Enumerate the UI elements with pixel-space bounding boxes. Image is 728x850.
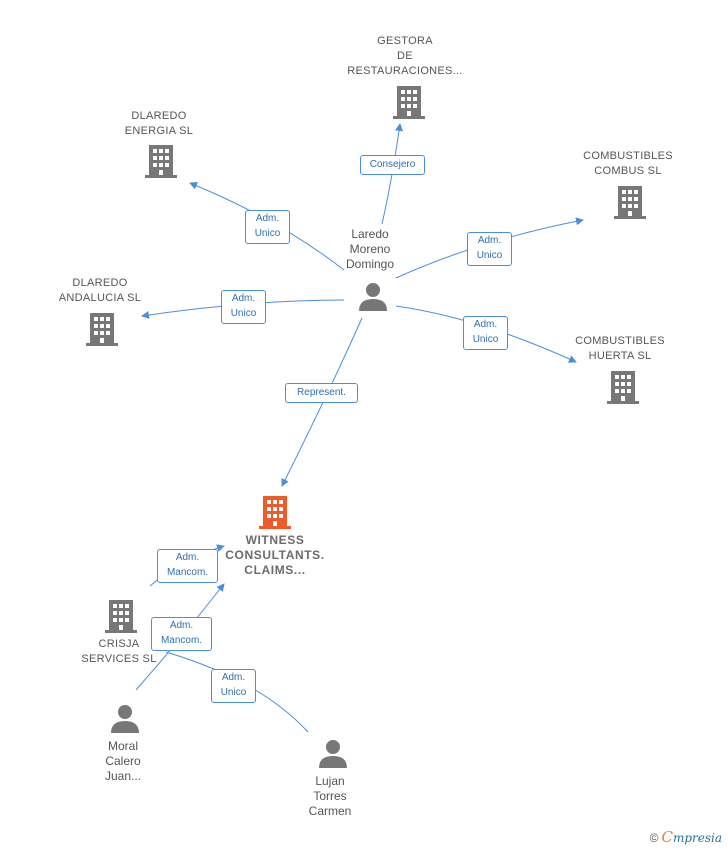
copyright-icon: ©: [649, 831, 659, 845]
badge-adm-unico-huerta[interactable]: Adm. Unico: [463, 316, 508, 350]
footer-brand[interactable]: ©Cmpresia: [650, 828, 722, 846]
main-building-icon[interactable]: [259, 494, 291, 530]
brand-name: mpresia: [672, 831, 722, 845]
brand-logo: Cmpresia: [661, 828, 722, 846]
badge-consejero[interactable]: Consejero: [360, 155, 425, 175]
badge-adm-mancom-1[interactable]: Adm. Mancom.: [157, 549, 218, 583]
building-icon[interactable]: [86, 311, 118, 347]
badge-adm-unico-andalucia[interactable]: Adm. Unico: [221, 290, 266, 324]
brand-initial: C: [661, 828, 673, 846]
person-icon[interactable]: [358, 282, 388, 312]
badge-represent[interactable]: Represent.: [285, 383, 358, 403]
label-lujan[interactable]: Lujan Torres Carmen: [308, 774, 352, 818]
badge-adm-mancom-2[interactable]: Adm. Mancom.: [151, 617, 212, 651]
label-dlaredo-andalucia[interactable]: DLAREDO ANDALUCIA SL: [58, 277, 142, 304]
label-laredo[interactable]: Laredo Moreno Domingo: [345, 227, 395, 271]
building-icon[interactable]: [105, 598, 137, 634]
label-moral[interactable]: Moral Calero Juan...: [104, 739, 142, 783]
label-combustibles-combus[interactable]: COMBUSTIBLES COMBUS SL: [583, 150, 673, 177]
building-icon[interactable]: [393, 84, 425, 120]
person-icon[interactable]: [318, 739, 348, 769]
building-icon[interactable]: [145, 143, 177, 179]
label-dlaredo-energia[interactable]: DLAREDO ENERGIA SL: [124, 110, 194, 137]
building-icon[interactable]: [614, 184, 646, 220]
badge-adm-unico-energia[interactable]: Adm. Unico: [245, 210, 290, 244]
badge-adm-unico-combus[interactable]: Adm. Unico: [467, 232, 512, 266]
label-crisja[interactable]: CRISJA SERVICES SL: [81, 638, 157, 665]
label-combustibles-huerta[interactable]: COMBUSTIBLES HUERTA SL: [575, 335, 665, 362]
label-witness[interactable]: WITNESS CONSULTANTS. CLAIMS...: [225, 533, 325, 577]
label-gestora[interactable]: GESTORA DE RESTAURACIONES...: [347, 35, 463, 77]
edge-consejero: [381, 123, 403, 225]
person-icon[interactable]: [110, 704, 140, 734]
building-icon[interactable]: [607, 369, 639, 405]
badge-adm-unico-lujan[interactable]: Adm. Unico: [211, 669, 256, 703]
